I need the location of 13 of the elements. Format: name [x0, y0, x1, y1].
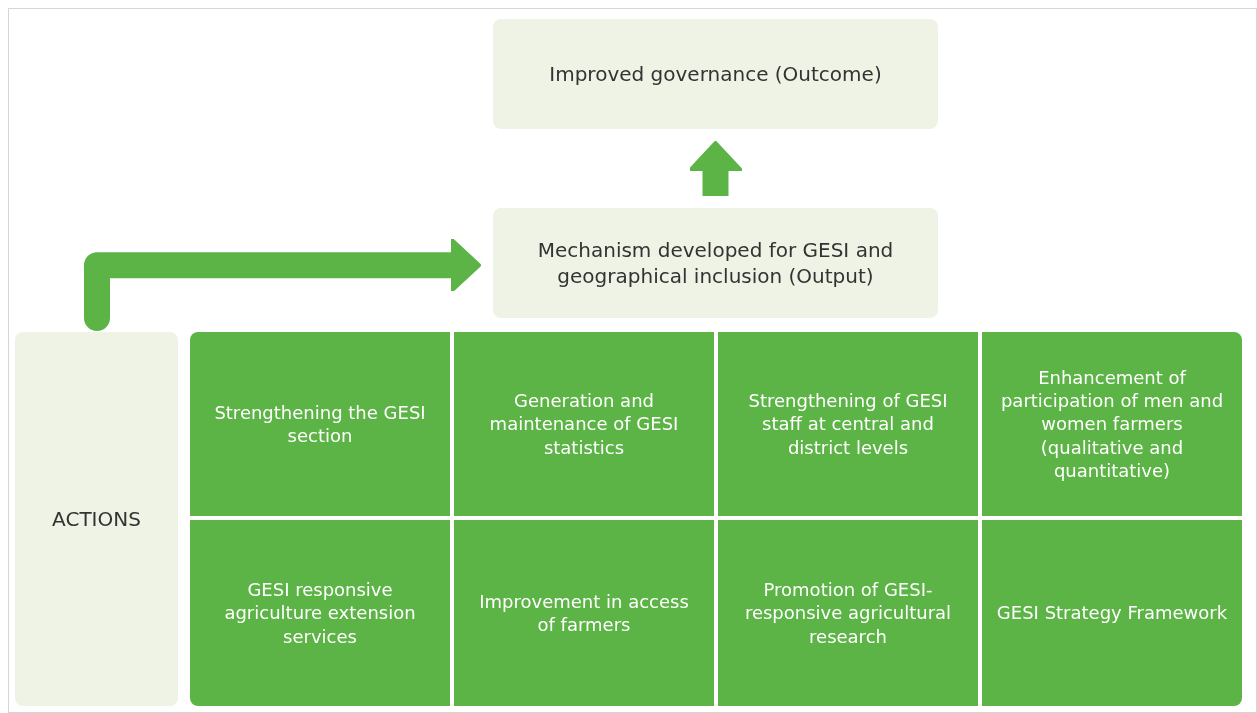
action-cell: GESI Strategy Framework — [982, 520, 1242, 706]
arrow — [687, 141, 744, 196]
actions-box: ACTIONS — [15, 332, 178, 706]
action-cell: Strengthening the GESI section — [190, 332, 450, 516]
action-cell: Enhancement of participation of men and women farmers (qualitative and quantitative) — [982, 332, 1242, 516]
action-cell: GESI responsive agriculture extension services — [190, 520, 450, 706]
action-cell: Generation and maintenance of GESI statistics — [454, 332, 714, 516]
outcome-box: Improved governance (Outcome) — [493, 19, 938, 129]
action-cell: Strengthening of GESI staff at central and district levels — [718, 332, 978, 516]
action-cell: Improvement in access of farmers — [454, 520, 714, 706]
action-cell: Promotion of GESI-responsive agricultural research — [718, 520, 978, 706]
arrow — [84, 237, 481, 331]
output-box: Mechanism developed for GESI and geographical inclusion (Output) — [493, 208, 938, 318]
